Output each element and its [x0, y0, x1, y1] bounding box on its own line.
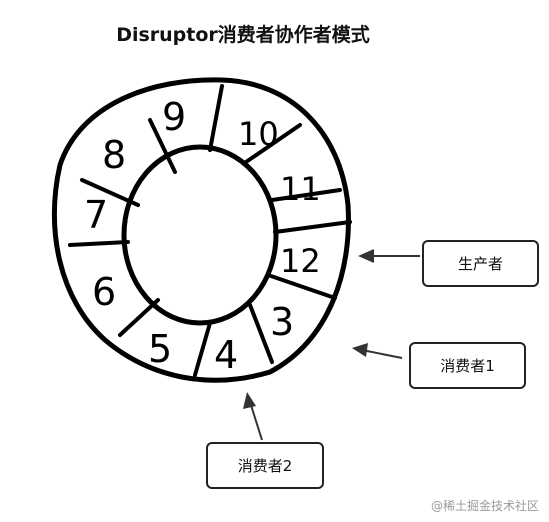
slot-number: 10	[238, 115, 279, 153]
slot-number: 3	[270, 300, 294, 344]
slot-number: 7	[84, 193, 108, 237]
divider	[266, 273, 337, 300]
divider	[68, 240, 130, 247]
slot-number: 9	[162, 95, 186, 139]
consumer2-arrow	[243, 392, 263, 441]
slot-number: 5	[148, 327, 172, 371]
divider	[273, 220, 352, 234]
divider	[248, 303, 274, 364]
consumer2-box: 消费者2	[206, 442, 324, 489]
divider	[193, 321, 212, 377]
slot-number: 4	[214, 333, 238, 377]
slot-number: 11	[280, 170, 321, 208]
watermark: @稀土掘金技术社区	[430, 499, 539, 513]
ring-outer-boundary	[51, 77, 351, 383]
arrows	[243, 249, 420, 441]
diagram-title: Disruptor消费者协作者模式	[116, 24, 370, 46]
divider	[208, 84, 224, 152]
slot-number: 12	[280, 242, 321, 280]
slot-number: 6	[92, 270, 116, 314]
divider	[244, 123, 302, 164]
slot-number: 8	[102, 133, 126, 177]
divider	[118, 298, 160, 337]
slot-dividers	[68, 84, 352, 377]
consumer1-box: 消费者1	[409, 342, 526, 389]
consumer1-arrow	[352, 343, 403, 359]
divider	[270, 188, 342, 202]
divider	[148, 118, 177, 174]
ring-inner-hole	[121, 144, 279, 326]
producer-arrow	[358, 249, 420, 263]
divider	[80, 178, 140, 207]
producer-box: 生产者	[422, 240, 539, 287]
